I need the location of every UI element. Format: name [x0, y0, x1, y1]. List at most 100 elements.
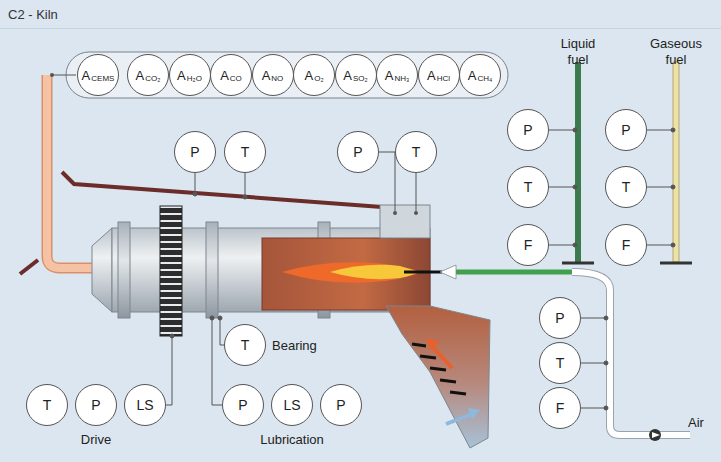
leader-lines-part — [573, 128, 577, 132]
instrument-letter: A — [136, 69, 145, 82]
fuel-pipes-part — [562, 262, 594, 265]
air-pipe-part — [572, 272, 690, 435]
instrument-letter: A — [262, 69, 271, 82]
instrument-circle: F — [605, 224, 647, 266]
instrument-letter: P — [353, 145, 362, 159]
instrument-circle: T — [507, 166, 549, 208]
instrument-circle: P — [605, 109, 647, 151]
kiln-hood-part — [414, 211, 418, 215]
instrument-circle: P — [174, 131, 216, 173]
instrument-letter: A — [427, 69, 436, 82]
instrument-letter: T — [412, 145, 421, 159]
instrument-circle: T — [395, 131, 437, 173]
instrument-circle: P — [337, 131, 379, 173]
analyte-subscript: CEMS — [91, 75, 114, 83]
instrument-letter: T — [241, 145, 250, 159]
fuel-pipes-part — [673, 62, 679, 262]
leader-lines-part — [379, 152, 395, 211]
instrument-circle: P — [222, 384, 264, 426]
clinker-cooler-part-part — [430, 368, 446, 370]
tertiary-air-duct-part — [20, 260, 38, 274]
instrument-circle: F — [539, 387, 581, 429]
leader-lines-part — [671, 243, 675, 247]
instrument-letter: LS — [283, 398, 300, 412]
air-pipe-part — [652, 432, 660, 438]
leader-lines-part — [581, 408, 606, 409]
analyte-subscript: HCl — [437, 75, 450, 83]
leader-lines-part — [549, 187, 575, 188]
group-label: Drive — [56, 432, 136, 448]
instrument-letter: A — [305, 69, 314, 82]
pipe-label: Air — [688, 415, 704, 431]
tertiary-air-duct-part — [62, 172, 382, 207]
analyte-subscript: CH₄ — [477, 75, 492, 83]
analyzer-circle: ANH₃ — [376, 54, 418, 96]
leader-lines-part — [243, 195, 247, 199]
leader-lines-part — [245, 173, 246, 196]
instrument-letter: P — [190, 145, 199, 159]
instrument-circle: P — [507, 109, 549, 151]
instrument-circle: T — [224, 131, 266, 173]
leader-lines-part — [195, 173, 196, 193]
analyzer-circle: ACO₂ — [127, 54, 169, 96]
instrument-circle: T — [539, 342, 581, 384]
leader-lines-part — [581, 363, 606, 364]
instrument-letter: A — [385, 69, 394, 82]
analyzer-band — [66, 52, 508, 98]
instrument-letter: T — [622, 180, 631, 194]
instrument-letter: A — [220, 69, 229, 82]
pipe-label: Gaseous fuel — [645, 36, 707, 67]
instrument-circle: T — [605, 166, 647, 208]
leader-lines-part — [604, 406, 608, 410]
rotary-kiln-part — [92, 228, 112, 312]
instrument-letter: P — [336, 398, 345, 412]
flue-gas-pipe-part — [52, 75, 76, 76]
analyzer-circle: ACO — [210, 54, 252, 96]
leader-lines-part — [170, 334, 174, 338]
instrument-letter: F — [524, 238, 533, 252]
air-pipe-part — [649, 429, 661, 441]
air-pipe — [572, 272, 690, 441]
leader-lines-part — [218, 316, 222, 320]
clinker-cooler-part-part — [412, 344, 426, 346]
leader-lines-part — [647, 187, 673, 188]
leader-lines — [166, 128, 675, 410]
leader-lines-part — [581, 318, 606, 319]
instrument-letter: F — [556, 401, 565, 415]
flue-gas-pipe-part — [47, 75, 96, 268]
leader-lines-part — [671, 128, 675, 132]
instrument-letter: P — [91, 398, 100, 412]
instrument-letter: P — [238, 398, 247, 412]
instrument-circle: T — [26, 384, 68, 426]
analyte-subscript: SO₂ — [353, 75, 368, 83]
analyte-subscript: NH₃ — [394, 75, 409, 83]
analyte-subscript: CO₂ — [145, 75, 160, 83]
fuel-pipes-part — [454, 270, 572, 275]
analyzer-circle: AO₂ — [293, 54, 335, 96]
analyzer-circle: ACH₄ — [459, 54, 501, 96]
part-label: Bearing — [272, 338, 317, 354]
instrument-circle: LS — [124, 384, 166, 426]
leader-lines-part — [549, 245, 575, 246]
clinker-cooler-part — [386, 306, 490, 448]
instrument-letter: A — [343, 69, 352, 82]
clinker-cooler-part — [412, 344, 466, 394]
analyzer-circle: AH₂O — [169, 54, 211, 96]
instrument-letter: A — [177, 69, 186, 82]
instrument-letter: A — [82, 69, 91, 82]
leader-lines-part — [647, 245, 673, 246]
instrument-letter: P — [555, 311, 564, 325]
leader-lines-part — [210, 316, 214, 320]
leader-lines-part — [604, 316, 608, 320]
instrument-letter: T — [241, 338, 250, 352]
leader-lines-part — [212, 318, 222, 405]
instrument-letter: T — [524, 180, 533, 194]
clinker-cooler-part-part — [420, 356, 436, 358]
clinker-cooler-part — [432, 346, 452, 368]
clinker-cooler-part — [468, 408, 480, 420]
rotary-kiln-part — [118, 222, 130, 318]
flue-gas-pipe-part — [50, 73, 54, 77]
instrument-letter: F — [622, 238, 631, 252]
instrument-letter: T — [556, 356, 565, 370]
